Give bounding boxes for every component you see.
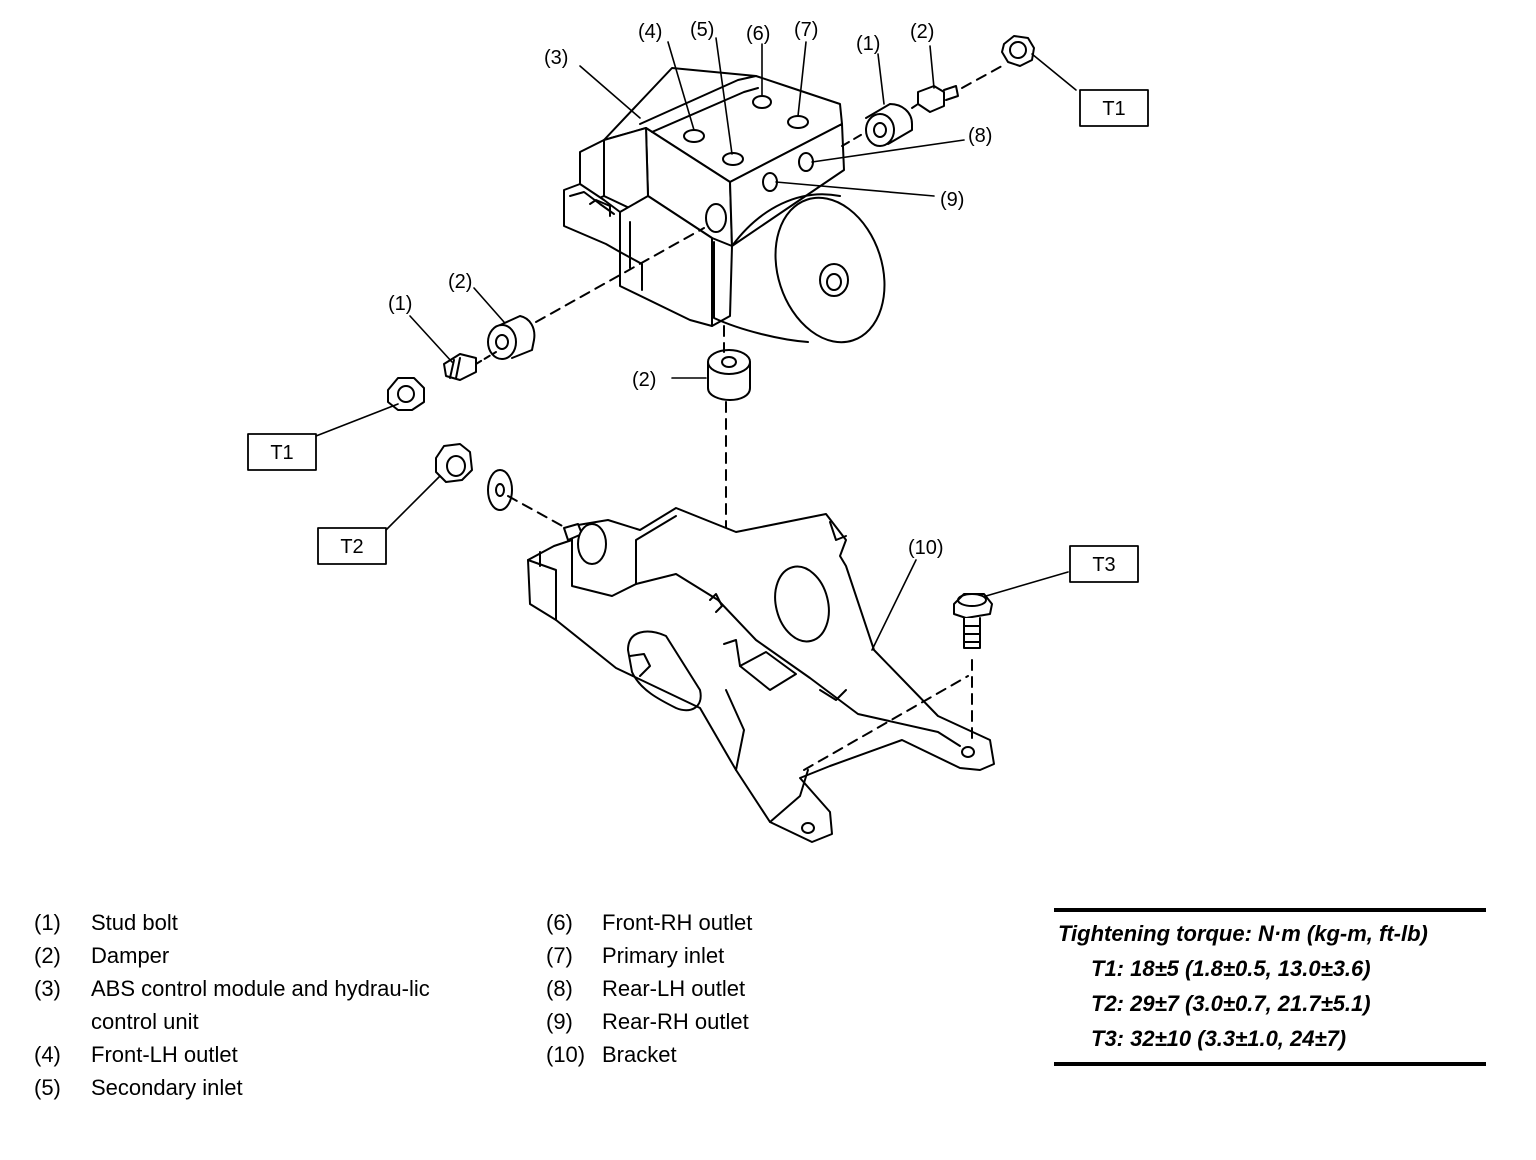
legend-item: (8) Rear-LH outlet xyxy=(546,972,846,1005)
legend-number: (7) xyxy=(546,943,573,968)
legend-number: (9) xyxy=(546,1009,573,1034)
torque-tags: T1 T1 T2 T3 xyxy=(247,89,1149,583)
legend-item: (5) Secondary inlet xyxy=(34,1071,474,1104)
exploded-diagram: (3) (4) (5) (6) (7) (1) (2) (8) (9) (1) … xyxy=(247,19,1149,843)
legend-number: (8) xyxy=(546,976,573,1001)
legend-item: (9) Rear-RH outlet xyxy=(546,1005,846,1038)
legend-item: (1) Stud bolt xyxy=(34,906,474,939)
torque-t3: T3: 32±10 (3.3±1.0, 24±7) xyxy=(1091,1026,1347,1051)
legend-text: Primary inlet xyxy=(602,943,725,968)
t2-nut-washer xyxy=(435,443,567,529)
torque-t1: T1: 18±5 (1.8±0.5, 13.0±3.6) xyxy=(1091,956,1371,981)
legend-text: Rear-LH outlet xyxy=(602,976,746,1001)
legend-item: (3) ABS control module and hydrau-lic co… xyxy=(34,972,474,1038)
legend-text: ABS control module and hydrau-lic contro… xyxy=(91,976,430,1034)
torque-spec-box: Tightening torque: N·m (kg-m, ft-lb) T1:… xyxy=(1054,908,1486,1066)
tag-t3: T3 xyxy=(1092,554,1115,576)
leader-lines xyxy=(315,37,1077,651)
abs-hydraulic-unit xyxy=(563,67,886,344)
callout-9: (9) xyxy=(940,189,964,211)
legend-number: (1) xyxy=(34,910,61,935)
callout-10: (10) xyxy=(908,537,944,559)
bracket xyxy=(527,507,995,843)
legend-text: Damper xyxy=(91,943,170,968)
callout-2-top: (2) xyxy=(910,21,934,43)
legend-left: (1) Stud bolt (2) Damper (3) ABS control… xyxy=(34,906,474,1104)
callout-1-left: (1) xyxy=(388,293,412,315)
legend-item: (2) Damper xyxy=(34,939,474,972)
legend-middle: (6) Front-RH outlet (7) Primary inlet (8… xyxy=(546,906,846,1071)
legend-number: (3) xyxy=(34,976,61,1001)
legend-number: (5) xyxy=(34,1075,61,1100)
legend-text: Front-RH outlet xyxy=(602,910,753,935)
tag-t1-left: T1 xyxy=(270,442,293,464)
callout-2-center: (2) xyxy=(632,369,656,391)
t3-bolt xyxy=(953,593,993,649)
legend-number: (2) xyxy=(34,943,61,968)
legend-number: (10) xyxy=(546,1042,586,1067)
left-fasteners xyxy=(387,227,705,411)
callout-2-left: (2) xyxy=(448,271,472,293)
tag-t2: T2 xyxy=(340,536,363,558)
torque-title: Tightening torque: N·m (kg-m, ft-lb) xyxy=(1058,921,1428,946)
upper-right-fasteners xyxy=(841,35,1035,147)
legend-text: Secondary inlet xyxy=(91,1075,243,1100)
callout-1-top: (1) xyxy=(856,33,880,55)
callout-labels: (3) (4) (5) (6) (7) (1) (2) (8) (9) (1) … xyxy=(388,19,992,559)
legend-number: (4) xyxy=(34,1042,61,1067)
callout-4: (4) xyxy=(638,21,662,43)
callout-7: (7) xyxy=(794,19,818,41)
legend-item: (10) Bracket xyxy=(546,1038,846,1071)
legend-text: Rear-RH outlet xyxy=(602,1009,749,1034)
legend-text: Stud bolt xyxy=(91,910,178,935)
callout-5: (5) xyxy=(690,19,714,41)
legend-item: (7) Primary inlet xyxy=(546,939,846,972)
legend-text: Front-LH outlet xyxy=(91,1042,238,1067)
callout-6: (6) xyxy=(746,23,770,45)
legend-text: Bracket xyxy=(602,1042,677,1067)
center-damper xyxy=(707,325,751,645)
legend-item: (4) Front-LH outlet xyxy=(34,1038,474,1071)
torque-t2: T2: 29±7 (3.0±0.7, 21.7±5.1) xyxy=(1091,991,1371,1016)
legend-item: (6) Front-RH outlet xyxy=(546,906,846,939)
legend-number: (6) xyxy=(546,910,573,935)
callout-3: (3) xyxy=(544,47,568,69)
callout-8: (8) xyxy=(968,125,992,147)
tag-t1-right: T1 xyxy=(1102,98,1125,120)
